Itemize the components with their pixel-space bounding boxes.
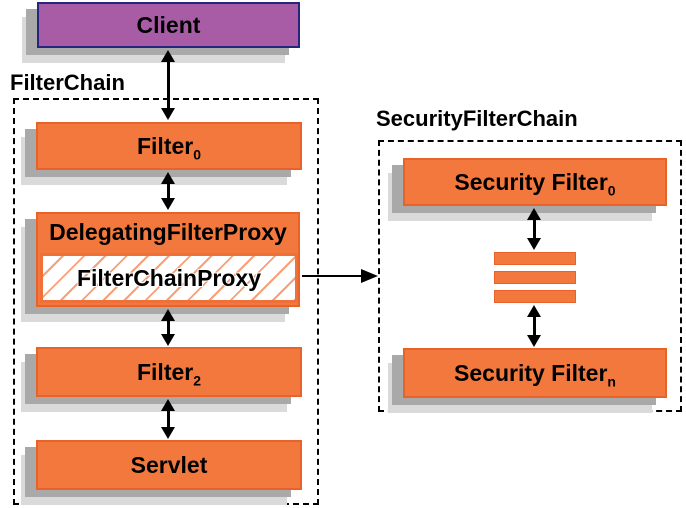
security-filter0-label: Security Filter0: [454, 168, 616, 199]
securityfilterchain-frame: [378, 140, 682, 412]
client-label: Client: [136, 11, 201, 38]
ellipsis-bar-icon: [494, 290, 576, 303]
arrowhead-up-icon: [161, 50, 175, 62]
filter0-label: Filter0: [136, 132, 202, 163]
arrow-secfilter0-ellipsis: [527, 208, 541, 250]
filter-chain-proxy-box: FilterChainProxy: [40, 253, 298, 303]
filter-chain-proxy-label: FilterChainProxy: [76, 264, 262, 291]
arrowhead-up-icon: [161, 399, 175, 411]
security-filtern-label: Security Filtern: [454, 359, 616, 390]
arrow-fcp-securityfilterchain: [302, 269, 378, 283]
arrowhead-down-icon: [161, 198, 175, 210]
arrow-shaft: [532, 220, 536, 238]
arrowhead-up-icon: [527, 305, 541, 317]
filter0-box: Filter0: [36, 122, 302, 170]
arrow-shaft: [166, 321, 170, 334]
arrowhead-down-icon: [161, 427, 175, 439]
arrowhead-down-icon: [161, 108, 175, 120]
delegating-filter-proxy-label: DelegatingFilterProxy: [49, 219, 287, 245]
arrow-filter2-servlet: [161, 399, 175, 439]
securityfilterchain-title: SecurityFilterChain: [376, 106, 578, 131]
arrow-filter0-dfp: [161, 172, 175, 210]
arrow-shaft: [166, 411, 170, 427]
arrow-client-filter0: [161, 50, 175, 120]
filter2-box: Filter2: [36, 347, 302, 397]
arrowhead-right-icon: [361, 269, 378, 283]
filterchain-frame: [13, 98, 319, 505]
arrow-shaft: [302, 275, 361, 277]
client-box: Client: [37, 2, 300, 48]
servlet-label: Servlet: [130, 451, 208, 478]
arrowhead-down-icon: [527, 335, 541, 347]
arrow-shaft: [166, 184, 170, 198]
arrowhead-up-icon: [161, 309, 175, 321]
arrowhead-up-icon: [527, 208, 541, 220]
filter2-label: Filter2: [136, 358, 202, 389]
arrowhead-down-icon: [161, 334, 175, 346]
arrowhead-up-icon: [161, 172, 175, 184]
arrowhead-down-icon: [527, 238, 541, 250]
filterchain-title: FilterChain: [10, 70, 125, 95]
security-filter0-box: Security Filter0: [403, 158, 667, 206]
arrow-fcp-filter2: [161, 309, 175, 346]
arrow-shaft: [166, 62, 170, 108]
servlet-box: Servlet: [36, 440, 302, 490]
security-filtern-box: Security Filtern: [403, 348, 667, 398]
arrow-shaft: [532, 317, 536, 335]
ellipsis-bar-icon: [494, 271, 576, 284]
ellipsis-bar-icon: [494, 252, 576, 265]
arrow-ellipsis-secfiltern: [527, 305, 541, 347]
